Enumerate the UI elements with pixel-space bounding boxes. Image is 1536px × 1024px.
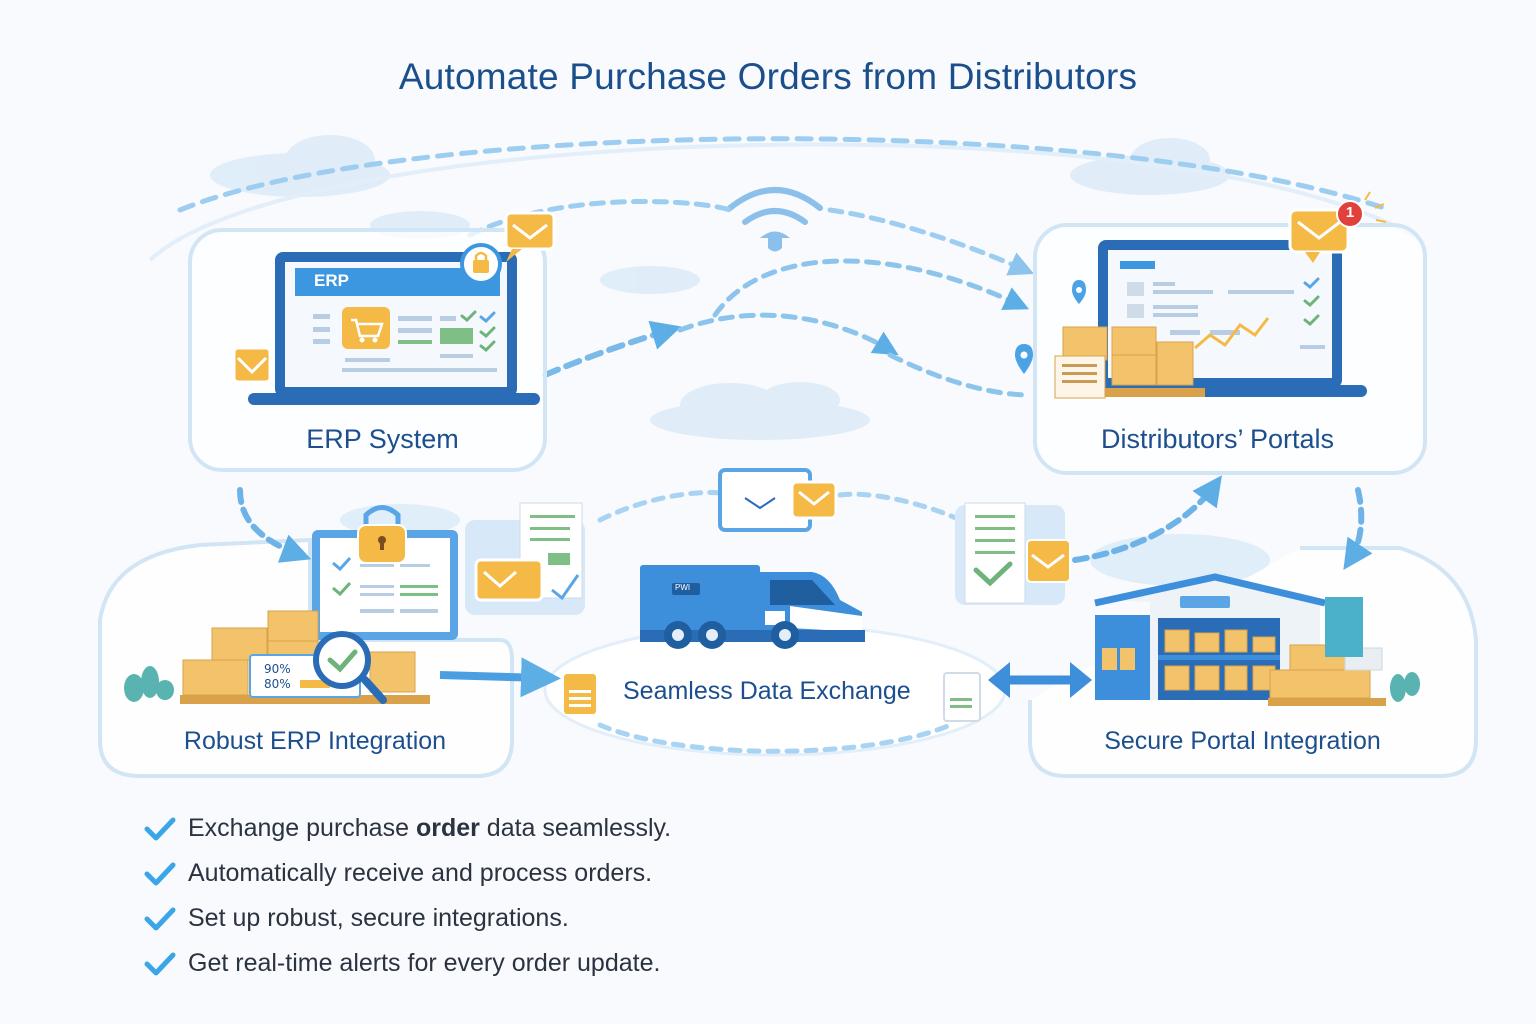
flow-arrow-to-portal-bottom	[887, 352, 1033, 398]
benefit-item: Exchange purchase order data seamlessly.	[142, 806, 671, 851]
erp-screen-header: ERP	[314, 271, 349, 290]
document-mail-icon	[465, 502, 585, 615]
flow-arrow-erp-out	[542, 320, 682, 378]
mail-bubble-icon	[504, 211, 556, 262]
erp-system-label: ERP System	[306, 424, 459, 454]
flow-arrow-erp-to-portal-2	[712, 258, 1030, 318]
benefits-list: Exchange purchase order data seamlessly.…	[142, 806, 671, 986]
warehouse-icon	[1094, 573, 1386, 706]
benefit-item: Get real-time alerts for every order upd…	[142, 941, 671, 986]
robust-erp-integration-label: Robust ERP Integration	[183, 727, 447, 755]
notification-mail-icon	[1288, 191, 1387, 263]
inbox-window-icon	[718, 468, 838, 532]
wifi-icon	[727, 187, 823, 225]
secure-portal-integration-label: Secure Portal Integration	[1104, 727, 1381, 755]
benefit-item: Set up robust, secure integrations.	[142, 896, 671, 941]
truck-plate: PWI	[675, 583, 691, 592]
package-boxes-icon	[1054, 326, 1205, 399]
check-icon	[144, 817, 176, 840]
check-icon	[144, 862, 176, 885]
document-icon-left	[564, 674, 596, 714]
magnifier-check-icon	[313, 631, 387, 704]
document-icon-right	[943, 672, 981, 722]
benefit-text: Set up robust, secure integrations.	[188, 904, 569, 932]
benefit-item: Automatically receive and process orders…	[142, 851, 671, 896]
plant-icon-right	[1390, 672, 1420, 702]
flow-arrow-to-center	[439, 657, 561, 698]
check-icon	[144, 952, 176, 975]
flow-arrow-erp-down	[237, 487, 312, 563]
approved-document-icon	[955, 502, 1071, 605]
flow-arrow-middle	[677, 312, 899, 356]
bidirectional-arrow-icon	[988, 662, 1092, 698]
distributors-portals-label: Distributors’ Portals	[1100, 424, 1335, 454]
notification-count: 1	[1345, 204, 1355, 221]
flow-arrow-erp-to-portal-1	[467, 198, 1025, 270]
plant-icon	[124, 666, 174, 702]
seamless-data-exchange-label: Seamless Data Exchange	[623, 677, 911, 705]
flow-arc-outer	[148, 142, 1422, 262]
flow-arrow-portal-down	[1343, 487, 1373, 570]
lock-badge-icon	[460, 243, 502, 285]
page-title: Automate Purchase Orders from Distributo…	[398, 56, 1138, 97]
benefit-text: Get real-time alerts for every order upd…	[188, 949, 661, 977]
wifi-dot	[760, 231, 790, 252]
erp-laptop-icon	[248, 252, 540, 405]
delivery-truck-icon	[640, 565, 865, 649]
flow-arc-top	[177, 136, 1393, 213]
check-icon	[144, 907, 176, 930]
benefit-text: Exchange purchase order data seamlessly.	[188, 814, 672, 842]
center-dash-top	[597, 490, 963, 523]
mail-icon	[232, 346, 272, 384]
stat-value-2: 80%	[264, 677, 291, 691]
flow-arrow-to-portal-up	[1072, 475, 1222, 563]
notification-badge	[1336, 200, 1364, 228]
benefit-text: Automatically receive and process orders…	[188, 859, 653, 887]
stat-value-1: 90%	[264, 662, 291, 676]
center-dash-bottom	[597, 722, 953, 754]
secure-clipboard-icon	[312, 505, 458, 640]
